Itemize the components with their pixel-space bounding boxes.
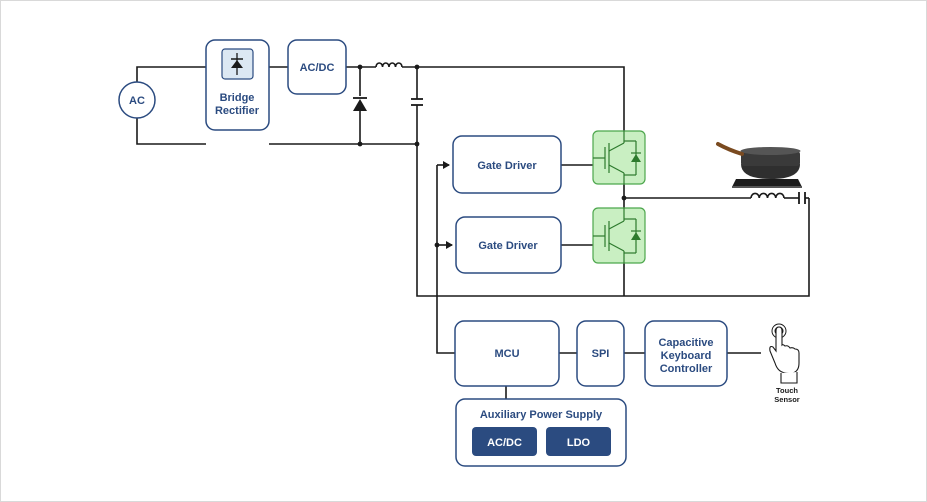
capacitive-label-line1: Capacitive [658,337,713,349]
capacitor-icon [798,192,806,204]
induction-cooktop-icon [716,141,808,189]
capacitive-label-line3: Controller [660,363,713,375]
touch-hand-icon [769,323,800,384]
gate-driver-top-block: Gate Driver [452,135,562,194]
bridge-rectifier-label-line2: Rectifier [215,105,260,117]
auxiliary-power-supply-block: Auxiliary Power Supply AC/DC LDO [455,398,627,467]
aux-acdc-block: AC/DC [472,427,537,456]
igbt-icon [592,207,646,264]
aux-acdc-label: AC/DC [487,437,522,449]
capacitive-label-line2: Keyboard [661,350,712,362]
gate-driver-bottom-block: Gate Driver [455,216,562,274]
gate-driver-top-label: Gate Driver [477,160,537,172]
aux-ldo-block: LDO [546,427,611,456]
bridge-rectifier-label-line1: Bridge [220,92,255,104]
junction-dots [357,64,627,248]
aux-power-supply-label: Auxiliary Power Supply [480,409,603,421]
diode-icon [353,97,367,111]
capacitive-keyboard-controller-block: Capacitive Keyboard Controller [644,320,728,387]
capacitor-icon [411,98,423,106]
spi-label: SPI [592,348,610,360]
spi-block: SPI [576,320,625,387]
bridge-rectifier-block: Bridge Rectifier [205,39,270,131]
touch-sensor-label-line2: Sensor [774,395,800,404]
diode-icon [231,53,243,75]
ac-source: AC [118,81,156,119]
acdc-label: AC/DC [300,62,335,74]
inductor-icon [750,192,785,199]
mcu-block: MCU [454,320,560,387]
touch-sensor-label-line1: Touch [776,386,798,395]
igbt-icon [592,130,646,185]
inductor-icon [375,62,403,68]
acdc-block: AC/DC [287,39,347,95]
gate-driver-bottom-label: Gate Driver [478,240,538,252]
power-wiring [136,66,810,399]
mcu-label: MCU [494,348,519,360]
ac-source-label: AC [129,95,145,107]
aux-ldo-label: LDO [567,437,591,449]
